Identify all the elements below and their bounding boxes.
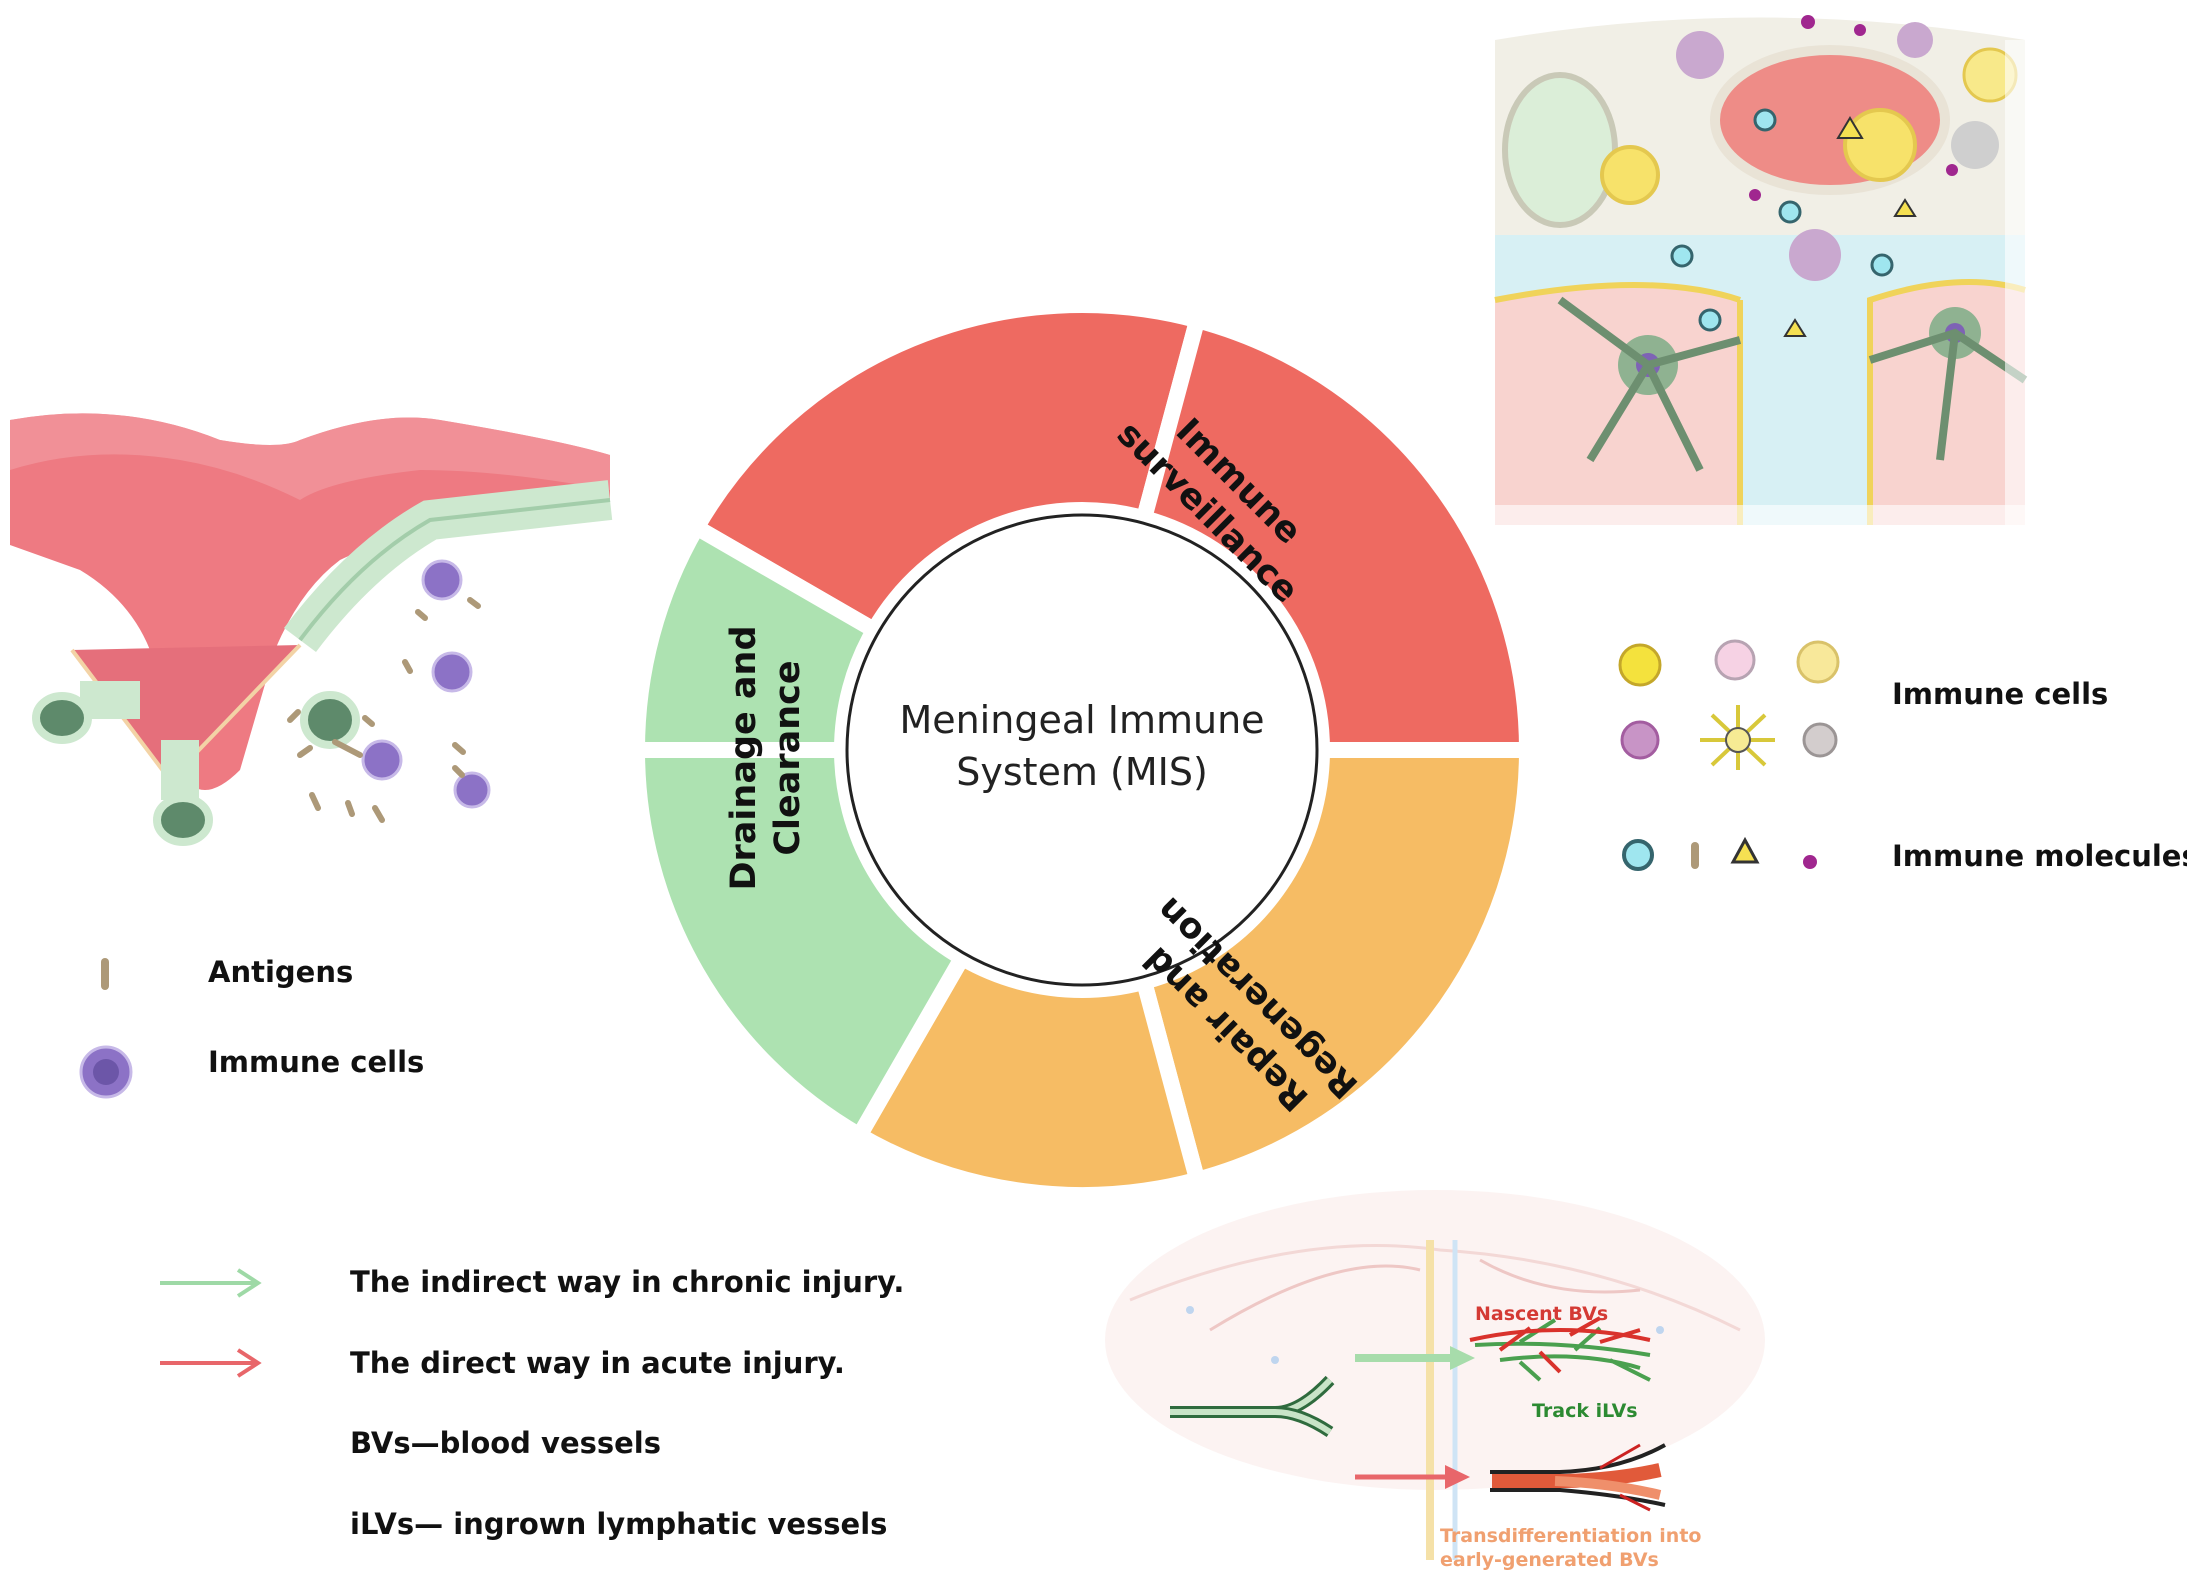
bvs-definition: BVs—blood vessels <box>350 1426 661 1460</box>
drainage-label-line1: Drainage and <box>724 625 764 890</box>
direct-arrow-icon <box>1355 1465 1470 1489</box>
drainage-label-line2: Clearance <box>768 660 808 855</box>
right-legend: Immune cells Immune molecules <box>1618 639 2187 873</box>
surveillance-segment <box>1134 310 1536 758</box>
immune-molecules-label: Immune molecules <box>1892 839 2187 873</box>
transdifferentiation-label-line2: early-generated BVs <box>1440 1549 1659 1571</box>
meninges-illustration <box>1494 15 2030 530</box>
left-legend: Antigens Immune cells <box>79 955 424 1099</box>
left-immune-cells-label: Immune cells <box>208 1045 424 1079</box>
antigen-icon <box>101 958 109 990</box>
center-title: Meningeal Immune System (MIS) <box>899 698 1264 794</box>
transdifferentiation-vessel <box>1490 1443 1666 1512</box>
immune-molecule-icons <box>1622 836 1817 871</box>
surveillance-segment <box>685 297 1207 641</box>
immune-cell-icon <box>79 1045 133 1099</box>
indirect-arrow-icon <box>1355 1346 1475 1370</box>
right-immune-cells-label: Immune cells <box>1892 677 2108 711</box>
vessel-regeneration-panel: Nascent BVs Track iLVs Transdifferentiat… <box>1105 1190 1765 1571</box>
center-circle <box>845 513 1319 987</box>
repair-segment <box>848 946 1207 1203</box>
immune-cell-icons <box>1618 639 1840 770</box>
transdifferentiation-label-line1: Transdifferentiation into <box>1440 1525 1701 1547</box>
drainage-label: Drainage and Clearance <box>724 625 808 890</box>
drainage-segment <box>628 742 973 1147</box>
nascent-bvs-label: Nascent BVs <box>1475 1303 1608 1325</box>
center-title-line2: System (MIS) <box>956 750 1208 794</box>
green-arrow-icon <box>160 1268 262 1298</box>
direct-way-label: The direct way in acute injury. <box>350 1346 845 1380</box>
antigens-label: Antigens <box>208 955 353 989</box>
drainage-segment <box>628 516 886 758</box>
bottom-legend: The indirect way in chronic injury. The … <box>160 1265 904 1541</box>
repair-segment <box>1134 742 1536 1190</box>
mis-donut <box>628 297 1536 1203</box>
vessel-illustration <box>10 413 613 846</box>
track-ilvs-label: Track iLVs <box>1532 1400 1638 1422</box>
nascent-vessel-network <box>1469 1316 1651 1382</box>
ilvs-definition: iLVs— ingrown lymphatic vessels <box>350 1507 887 1541</box>
ilv-vessel-icon <box>1170 1375 1335 1438</box>
red-arrow-icon <box>160 1348 262 1378</box>
center-title-line1: Meningeal Immune <box>899 698 1264 742</box>
indirect-way-label: The indirect way in chronic injury. <box>350 1265 904 1299</box>
